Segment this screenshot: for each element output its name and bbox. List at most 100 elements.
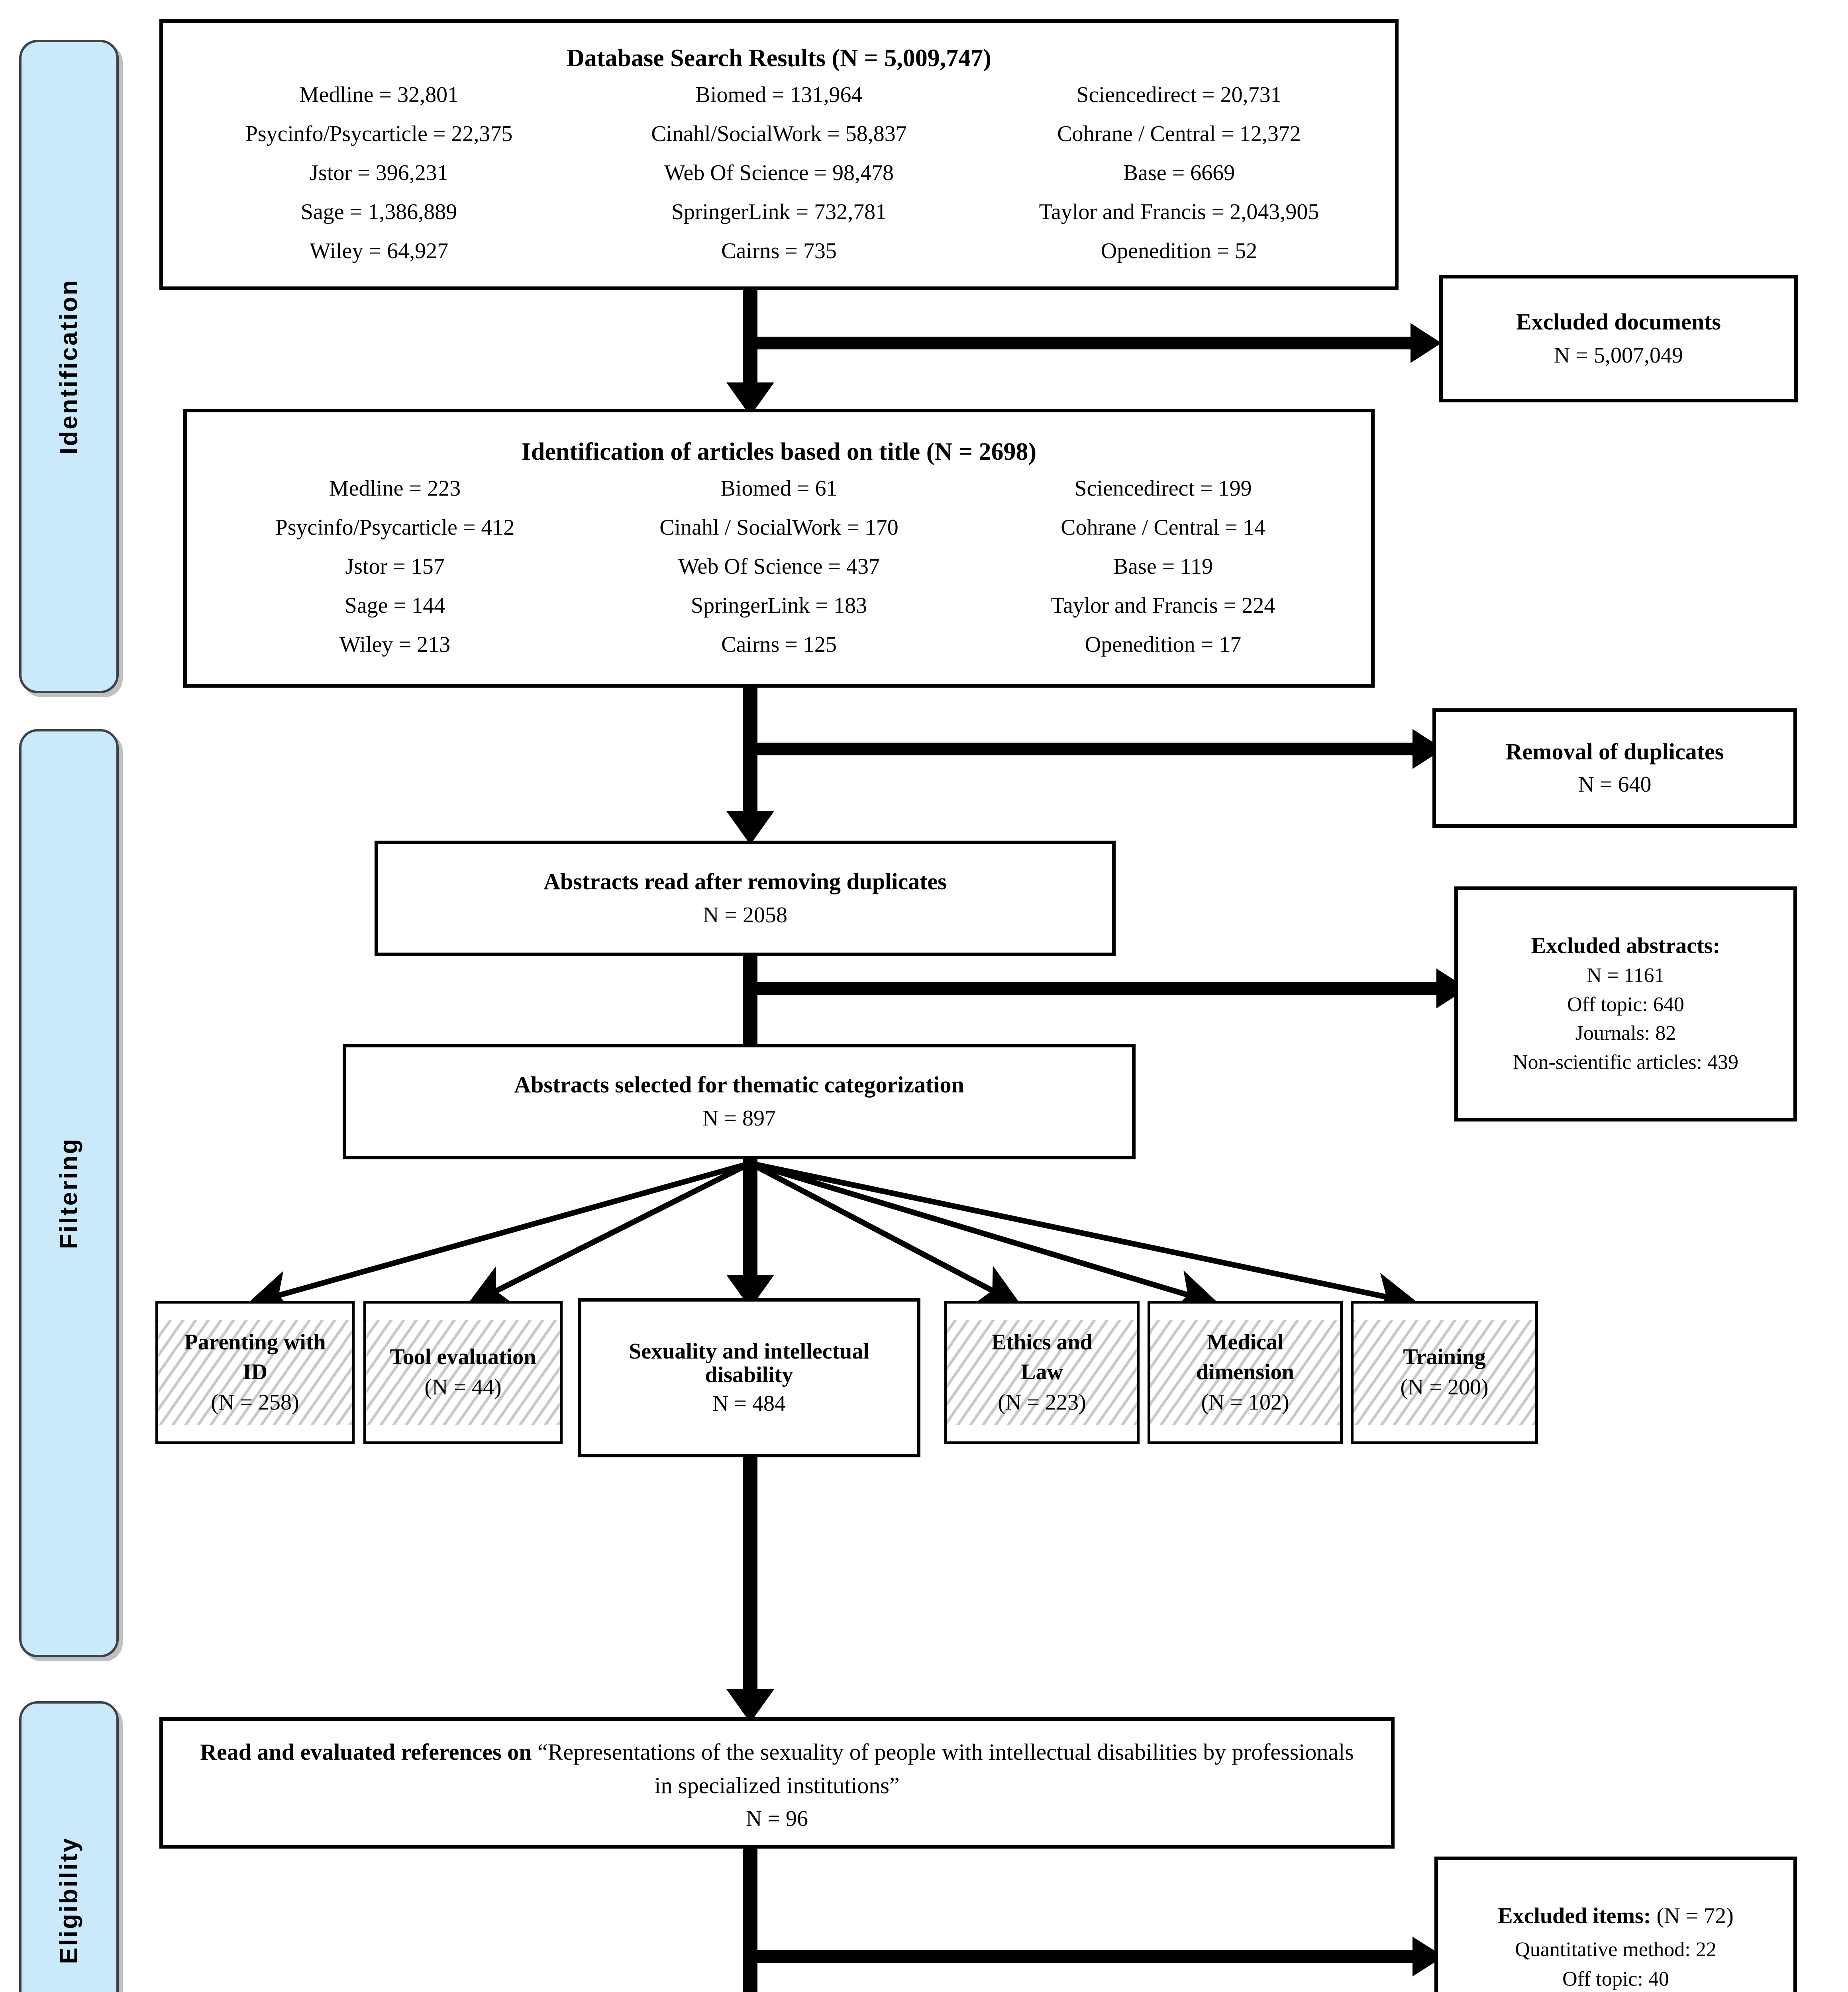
db-entry: Psycinfo/Psycarticle = 22,375 [245, 121, 513, 146]
category-box-tool-evaluation: Tool evaluation (N = 44) [363, 1301, 563, 1444]
hatch-pattern [947, 1320, 1137, 1425]
main-category-line2: disability [705, 1362, 793, 1387]
category-count: (N = 102) [1201, 1390, 1289, 1415]
stage-label-eligibility: Eligibility [19, 1701, 119, 1992]
category-text: Training (N = 200) [1400, 1342, 1488, 1402]
category-text: Tool evaluation (N = 44) [390, 1342, 536, 1402]
db-entry: Base = 6669 [1123, 160, 1235, 185]
category-line1: Parenting with [184, 1329, 326, 1355]
category-line1: Tool evaluation [390, 1345, 536, 1370]
read-and-evaluated-quoted: “Representations of the sexuality of peo… [538, 1739, 1354, 1798]
removal-of-duplicates-count: N = 640 [1578, 772, 1652, 797]
identification-by-title-title: Identification of articles based on titl… [521, 438, 1037, 466]
db-entry: Cohrane / Central = 12,372 [1057, 121, 1301, 146]
connector-branch-removal-duplicates [743, 743, 1420, 755]
fan-arrow-parenting [246, 1161, 751, 1314]
category-box-training: Training (N = 200) [1351, 1301, 1538, 1444]
db-entry: Cinahl / SocialWork = 170 [659, 515, 898, 540]
db-entry: Taylor and Francis = 224 [1051, 593, 1275, 618]
hatch-pattern [366, 1320, 560, 1425]
category-line2: Law [1021, 1360, 1063, 1385]
category-text: Medical dimension (N = 102) [1196, 1327, 1294, 1418]
db-entry: Web Of Science = 98,478 [664, 160, 894, 185]
db-entry: Sage = 144 [344, 593, 445, 618]
db-entry: Jstor = 396,231 [310, 160, 448, 185]
db-entry: Biomed = 61 [720, 476, 838, 501]
abstracts-read-title: Abstracts read after removing duplicates [543, 869, 947, 895]
db-entry: Biomed = 131,964 [695, 82, 863, 107]
identification-by-title-box: Identification of articles based on titl… [183, 409, 1375, 688]
db-entry: Taylor and Francis = 2,043,905 [1039, 199, 1319, 224]
category-box-medical-dimension: Medical dimension (N = 102) [1148, 1301, 1343, 1444]
excluded-abstracts-line: Non-scientific articles: 439 [1513, 1051, 1739, 1074]
db-entry: Openedition = 17 [1085, 632, 1242, 657]
connector-branch-excluded-documents [743, 337, 1418, 349]
read-and-evaluated-text: Read and evaluated references on “Repres… [191, 1735, 1363, 1802]
db-entry: Jstor = 157 [345, 554, 445, 579]
arrow-right-excluded-documents [1411, 323, 1442, 363]
excluded-items-count: (N = 72) [1651, 1903, 1734, 1928]
identification-by-title-entries: Medline = 223 Biomed = 61 Sciencedirect … [203, 476, 1355, 657]
db-entry: Cairns = 735 [721, 238, 837, 263]
connector-branch-excluded-items [743, 1950, 1420, 1963]
db-entry: Sage = 1,386,889 [300, 199, 457, 224]
db-entry: Wiley = 213 [339, 632, 451, 657]
excluded-abstracts-line: Off topic: 640 [1567, 993, 1684, 1016]
db-entry: Medline = 223 [329, 476, 461, 501]
database-search-results-entries: Medline = 32,801 Biomed = 131,964 Scienc… [179, 82, 1379, 264]
category-box-ethics-and-law: Ethics and Law (N = 223) [944, 1301, 1140, 1444]
db-entry: Medline = 32,801 [299, 82, 459, 107]
excluded-items-title: Excluded items: [1498, 1903, 1651, 1928]
category-line2: dimension [1196, 1360, 1294, 1385]
connector-trunk-5 [743, 1457, 757, 1712]
excluded-documents-box: Excluded documents N = 5,007,049 [1439, 275, 1798, 402]
excluded-abstracts-box: Excluded abstracts: N = 1161 Off topic: … [1454, 886, 1797, 1121]
db-entry: Sciencedirect = 20,731 [1076, 82, 1282, 107]
db-entry: SpringerLink = 183 [691, 593, 867, 618]
category-text: Ethics and Law (N = 223) [991, 1327, 1093, 1418]
read-and-evaluated-box: Read and evaluated references on “Repres… [159, 1717, 1395, 1849]
db-entry: Web Of Science = 437 [678, 554, 880, 579]
removal-of-duplicates-box: Removal of duplicates N = 640 [1432, 708, 1797, 828]
excluded-abstracts-line: N = 1161 [1587, 964, 1665, 987]
excluded-abstracts-title: Excluded abstracts: [1531, 933, 1720, 959]
hatch-pattern [1150, 1320, 1340, 1425]
excluded-items-line: Quantitative method: 22 [1515, 1938, 1717, 1961]
removal-of-duplicates-title: Removal of duplicates [1505, 739, 1724, 765]
connector-branch-excluded-abstracts [743, 982, 1444, 995]
read-and-evaluated-count: N = 96 [745, 1806, 808, 1831]
fan-arrow-medical [749, 1161, 1220, 1313]
excluded-documents-title: Excluded documents [1516, 309, 1721, 335]
read-and-evaluated-bold: Read and evaluated references on [200, 1739, 538, 1765]
excluded-items-line: Off topic: 40 [1562, 1968, 1669, 1991]
connector-trunk-2 [743, 688, 757, 827]
db-entry: Wiley = 64,927 [309, 238, 449, 263]
db-entry: Base = 119 [1113, 554, 1213, 579]
main-category-count: N = 484 [712, 1391, 786, 1416]
database-search-results-title: Database Search Results (N = 5,009,747) [567, 45, 991, 72]
abstracts-read-count: N = 2058 [702, 903, 788, 928]
category-box-parenting-with-id: Parenting with ID (N = 258) [155, 1301, 355, 1444]
excluded-items-heading: Excluded items: (N = 72) [1498, 1904, 1734, 1928]
fan-arrow-tool [466, 1161, 752, 1306]
abstracts-read-box: Abstracts read after removing duplicates… [375, 841, 1116, 956]
category-line1: Medical [1206, 1329, 1284, 1355]
fan-arrow-ethics [749, 1161, 1022, 1306]
db-entry: Psycinfo/Psycarticle = 412 [275, 515, 515, 540]
abstracts-selected-count: N = 897 [702, 1106, 776, 1131]
hatch-pattern [1354, 1320, 1535, 1425]
category-line1: Training [1403, 1345, 1486, 1370]
category-line2: ID [242, 1360, 268, 1385]
category-count: (N = 258) [211, 1390, 299, 1415]
main-category-box-sexuality-and-intellectual-disability: Sexuality and intellectual disability N … [578, 1298, 920, 1457]
abstracts-selected-title: Abstracts selected for thematic categori… [514, 1072, 964, 1098]
stage-label-identification: Identification [19, 40, 119, 693]
db-entry: Cairns = 125 [721, 632, 837, 657]
category-text: Parenting with ID (N = 258) [184, 1327, 326, 1418]
abstracts-selected-box: Abstracts selected for thematic categori… [343, 1044, 1136, 1159]
db-entry: Cinahl/SocialWork = 58,837 [651, 121, 907, 146]
hatch-pattern [158, 1320, 352, 1425]
db-entry: SpringerLink = 732,781 [671, 199, 887, 224]
